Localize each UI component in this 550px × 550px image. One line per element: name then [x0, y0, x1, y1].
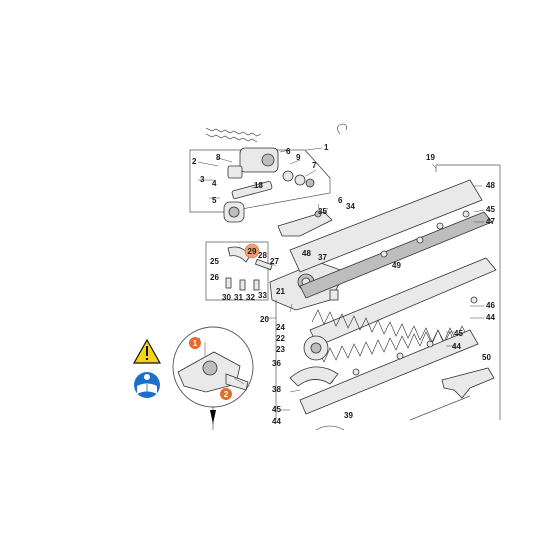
blade-frame — [275, 164, 501, 421]
inset-pointer-icon — [210, 410, 216, 424]
callout-4: 4 — [212, 179, 217, 188]
blade-guard — [441, 367, 495, 399]
callout-23: 23 — [276, 345, 285, 354]
callout-36: 36 — [272, 359, 281, 368]
gearbox-housing — [223, 147, 315, 223]
callout-44c: 44 — [272, 417, 281, 426]
svg-text:2: 2 — [224, 390, 229, 399]
blade-bar — [289, 179, 497, 415]
hook-clip — [337, 123, 347, 135]
callout-3: 3 — [200, 175, 205, 184]
step-marker-1: 1 — [189, 337, 201, 349]
assembly-frame-1 — [189, 149, 331, 213]
callout-34: 34 — [346, 202, 355, 211]
callout-32: 32 — [246, 293, 255, 302]
callout-44a: 44 — [486, 313, 495, 322]
callout-45c: 45 — [272, 405, 281, 414]
blade-bolts — [326, 210, 478, 384]
svg-text:1: 1 — [193, 339, 198, 348]
callout-20: 20 — [260, 315, 269, 324]
callout-46: 46 — [486, 301, 495, 310]
callout-6a: 6 — [286, 147, 291, 156]
callout-18: 18 — [254, 181, 263, 190]
callout-47: 47 — [486, 217, 495, 226]
top-spring-assembly — [205, 127, 262, 143]
svg-text:29: 29 — [248, 247, 257, 256]
callout-38: 38 — [272, 385, 281, 394]
callout-50: 50 — [482, 353, 491, 362]
callout-45b: 45 — [454, 329, 463, 338]
callout-45a: 45 — [486, 205, 495, 214]
lower-plate — [289, 335, 345, 431]
callout-33: 33 — [258, 291, 267, 300]
assembly-frame-2 — [205, 241, 269, 301]
callout-39: 39 — [344, 411, 353, 420]
callout-19: 19 — [426, 153, 435, 162]
clamp-assembly — [225, 246, 273, 291]
callout-48a: 48 — [486, 181, 495, 190]
warning-triangle-icon — [132, 338, 162, 364]
step-marker-2: 2 — [220, 388, 232, 400]
callout-7: 7 — [312, 161, 317, 170]
callout-8: 8 — [216, 153, 221, 162]
callout-21: 21 — [276, 287, 285, 296]
callout-2: 2 — [192, 157, 197, 166]
detail-inset: 1 2 — [172, 326, 254, 430]
callout-25: 25 — [210, 257, 219, 266]
read-manual-icon — [134, 372, 160, 398]
callout-9: 9 — [296, 153, 301, 162]
callout-44b: 44 — [452, 342, 461, 351]
callout-28: 28 — [258, 251, 267, 260]
callout-27: 27 — [270, 257, 279, 266]
callout-31: 31 — [234, 293, 243, 302]
callout-5: 5 — [212, 196, 217, 205]
callout-48b: 48 — [302, 249, 311, 258]
highlight-callout-29: 29 — [244, 243, 260, 259]
callout-30: 30 — [222, 293, 231, 302]
callout-37: 37 — [318, 253, 327, 262]
callout-35: 35 — [318, 207, 327, 216]
callout-26: 26 — [210, 273, 219, 282]
leader-lines — [197, 147, 485, 411]
callout-labels: 1 2 3 4 5 6 7 8 9 18 6 34 35 19 48 45 47… — [192, 143, 495, 426]
callout-24: 24 — [276, 323, 285, 332]
callout-22: 22 — [276, 334, 285, 343]
callout-49: 49 — [392, 261, 401, 270]
callout-6b: 6 — [338, 196, 343, 205]
lever-arm — [277, 210, 333, 237]
callout-1: 1 — [324, 143, 329, 152]
